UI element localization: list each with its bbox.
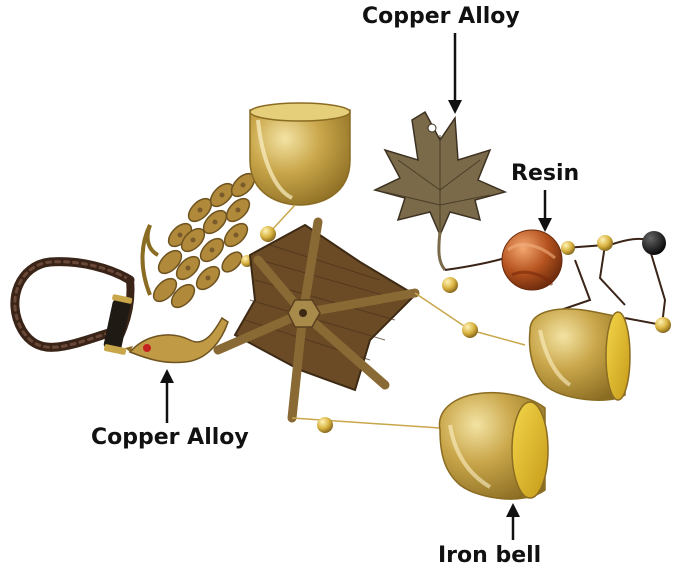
cord-cap	[103, 294, 133, 355]
maple-leaf	[372, 110, 508, 271]
label-copper-alloy-bottom: Copper Alloy	[91, 425, 249, 450]
bottom-bell	[438, 391, 549, 500]
middle-bell	[528, 308, 631, 401]
label-resin: Resin	[511, 161, 580, 186]
right-beads	[317, 231, 671, 433]
gold-strings	[291, 292, 526, 429]
resin-bead	[501, 229, 563, 291]
callout-arrows	[160, 33, 552, 540]
label-copper-alloy-top: Copper Alloy	[362, 4, 520, 29]
label-iron-bell: Iron bell	[438, 543, 542, 568]
peacock-ornament	[125, 172, 256, 364]
top-bell	[249, 102, 351, 206]
striker-plate	[213, 217, 420, 423]
